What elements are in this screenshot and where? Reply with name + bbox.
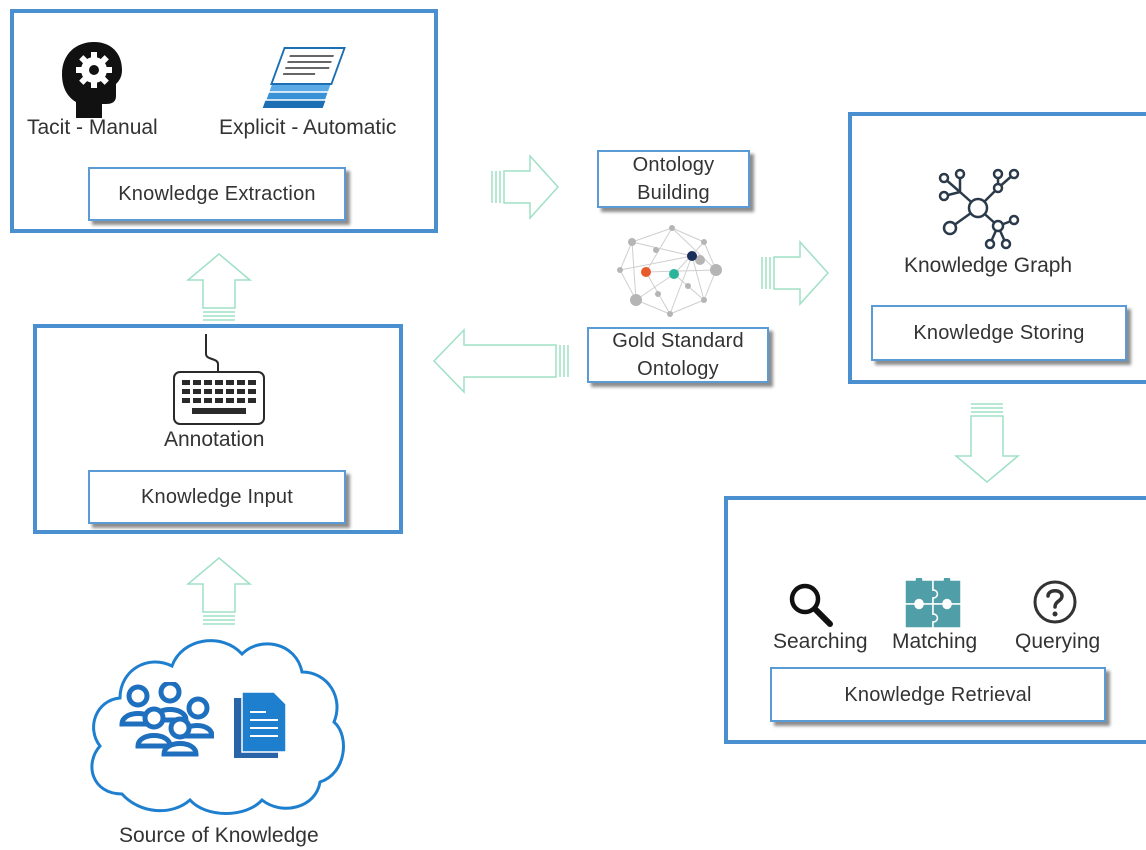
ontology-network-icon — [617, 225, 722, 317]
head-gear-icon — [62, 42, 122, 118]
arrow-up-to-extraction — [185, 253, 253, 321]
gold-standard-line1: Gold Standard — [612, 330, 744, 352]
knowledge-retrieval-label: Knowledge Retrieval — [770, 667, 1106, 722]
matching-label: Matching — [892, 630, 978, 653]
question-mark-icon — [1033, 580, 1077, 624]
explicit-automatic-label: Explicit - Automatic — [219, 116, 397, 139]
arrow-up-to-input — [185, 557, 253, 625]
people-group-icon — [119, 682, 214, 757]
document-icon — [234, 691, 287, 758]
ontology-building-label: Ontology Building — [597, 150, 750, 208]
gold-standard-ontology-label: Gold Standard Ontology — [587, 327, 769, 383]
querying-label: Querying — [1015, 630, 1101, 653]
arrow-right-to-storing — [761, 240, 830, 306]
gold-standard-line2: Ontology — [637, 358, 719, 380]
knowledge-graph-icon — [938, 168, 1020, 250]
tacit-manual-label: Tacit - Manual — [27, 116, 158, 139]
knowledge-storing-label: Knowledge Storing — [871, 305, 1127, 361]
source-of-knowledge-label: Source of Knowledge — [119, 824, 319, 847]
ontology-building-line1: Ontology — [632, 154, 715, 176]
knowledge-input-label: Knowledge Input — [88, 470, 346, 524]
puzzle-icon — [904, 578, 962, 629]
arrow-right-to-ontology — [491, 154, 560, 220]
annotation-label: Annotation — [164, 428, 265, 451]
arrow-left-to-input — [432, 328, 569, 394]
knowledge-graph-label: Knowledge Graph — [904, 254, 1073, 277]
cloud-icon — [90, 639, 345, 815]
magnifier-icon — [789, 583, 833, 627]
knowledge-extraction-label: Knowledge Extraction — [88, 167, 346, 221]
arrow-down-to-retrieval — [953, 403, 1021, 483]
searching-label: Searching — [773, 630, 868, 653]
document-stack-icon — [262, 47, 346, 108]
ontology-building-line2: Building — [637, 182, 710, 204]
keyboard-icon — [173, 334, 265, 425]
